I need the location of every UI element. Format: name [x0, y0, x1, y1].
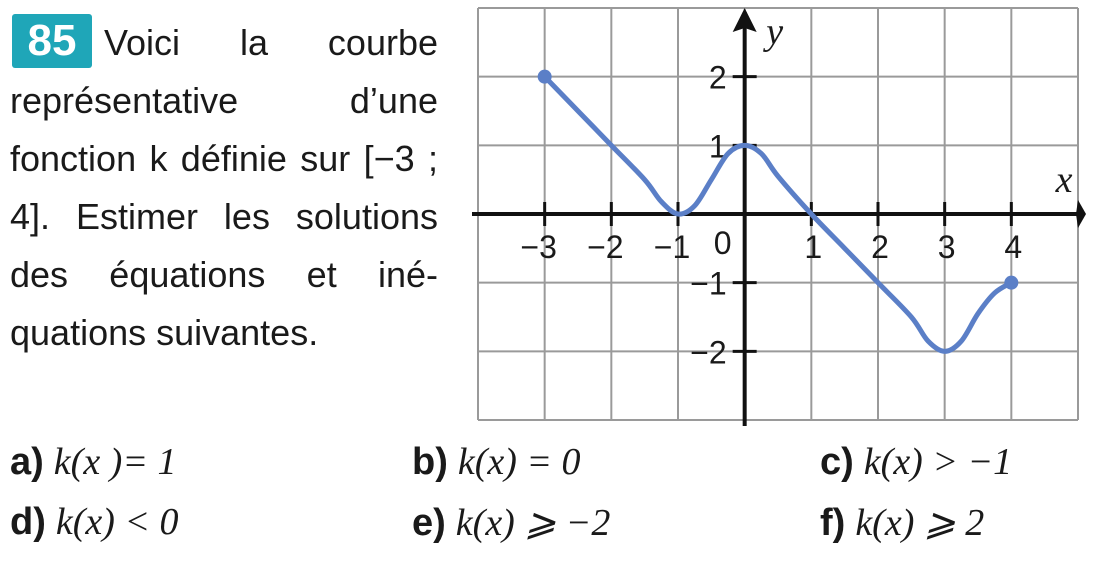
question-a-expr: k(x )= 1 — [53, 441, 177, 483]
question-f: f)k(x) ⩾ 2 — [820, 500, 984, 545]
question-a-label: a) — [10, 441, 44, 483]
question-d-label: d) — [10, 501, 46, 543]
x-axis-arrow — [1076, 200, 1086, 228]
x-tick-label: 3 — [938, 229, 956, 265]
y-tick-label: 2 — [709, 60, 727, 96]
curve-endpoint — [1004, 275, 1019, 290]
x-tick-label: 1 — [804, 229, 822, 265]
question-b-label: b) — [412, 441, 448, 483]
question-b-expr: k(x) = 0 — [457, 441, 581, 483]
question-d: d)k(x) < 0 — [10, 500, 179, 544]
question-c-label: c) — [820, 441, 854, 483]
curve-endpoint — [537, 69, 552, 84]
y-tick-label: 1 — [709, 128, 727, 164]
question-f-label: f) — [820, 502, 846, 544]
x-tick-label: −1 — [654, 229, 690, 265]
function-curve — [542, 74, 1014, 354]
statement-text: Voici la courbe représentative d’une fon… — [10, 22, 438, 353]
question-e-label: e) — [412, 502, 446, 544]
x-axis-label: x — [1055, 159, 1073, 201]
exercise-statement: Voici la courbe représentative d’une fon… — [10, 14, 438, 362]
x-tick-label: −3 — [520, 229, 556, 265]
tick-labels: −3 −2 −1 1 2 3 4 2 1 −1 −2 0 x y — [520, 11, 1072, 370]
question-c: c)k(x) > −1 — [820, 440, 1012, 484]
curve — [537, 69, 1019, 354]
origin-label: 0 — [714, 225, 732, 261]
axes — [472, 8, 1086, 426]
question-a: a)k(x )= 1 — [10, 440, 176, 484]
y-axis-label: y — [762, 11, 783, 53]
exercise-number-badge: 85 — [12, 14, 92, 68]
y-tick-label: −2 — [690, 334, 726, 370]
question-b: b)k(x) = 0 — [412, 440, 581, 484]
y-tick-label: −1 — [690, 266, 726, 302]
question-e-expr: k(x) ⩾ −2 — [455, 502, 611, 544]
question-e: e)k(x) ⩾ −2 — [412, 500, 610, 545]
x-tick-label: −2 — [587, 229, 623, 265]
x-tick-label: 4 — [1004, 229, 1022, 265]
question-f-expr: k(x) ⩾ 2 — [855, 502, 985, 544]
question-d-expr: k(x) < 0 — [55, 501, 179, 543]
y-axis-arrow — [732, 8, 757, 32]
x-tick-label: 2 — [871, 229, 889, 265]
question-c-expr: k(x) > −1 — [863, 441, 1013, 483]
